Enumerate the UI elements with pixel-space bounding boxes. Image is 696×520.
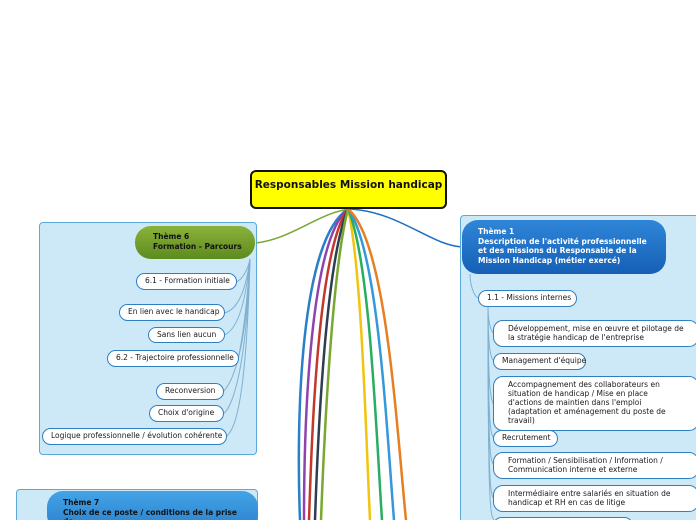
branch-line-4 <box>313 208 350 520</box>
theme1-item-strategie[interactable]: Développement, mise en œuvre et pilotage… <box>493 320 696 347</box>
theme1-item-management[interactable]: Management d'équipe <box>493 353 586 370</box>
theme7-node[interactable]: Thème 7 Choix de ce poste / conditions d… <box>47 491 258 520</box>
theme1-section-missions-internes[interactable]: 1.1 - Missions internes <box>478 290 577 307</box>
theme6-item-logique[interactable]: Logique professionnelle / évolution cohé… <box>42 428 227 445</box>
theme7-title: Thème 7 <box>63 498 100 507</box>
theme1-subtitle: Description de l'activité professionnell… <box>478 236 647 265</box>
branch-line-9 <box>347 208 408 520</box>
branch-line-theme1 <box>349 208 463 248</box>
theme6-item-formation-initiale[interactable]: 6.1 - Formation initiale <box>136 273 237 290</box>
theme1-item-intermediaire[interactable]: Intermédiaire entre salariés en situatio… <box>493 485 696 512</box>
theme1-item-accompagnement[interactable]: Accompagnement des collaborateurs en sit… <box>493 376 696 431</box>
branch-line-2 <box>302 208 349 520</box>
branch-line-7 <box>346 208 384 520</box>
theme6-title: Thème 6 <box>153 232 190 241</box>
theme1-item-recrutement[interactable]: Recrutement <box>493 430 558 447</box>
theme1-node[interactable]: Thème 1 Description de l'activité profes… <box>462 220 666 274</box>
theme7-subtitle: Choix de ce poste / conditions de la pri… <box>63 507 237 520</box>
theme6-item-trajectoire[interactable]: 6.2 - Trajectoire professionnelle <box>107 350 239 367</box>
theme6-subtitle: Formation - Parcours <box>153 241 242 251</box>
branch-line-theme6 <box>254 208 351 244</box>
branch-line-3 <box>307 208 350 520</box>
theme6-item-en-lien[interactable]: En lien avec le handicap <box>119 304 225 321</box>
theme1-title: Thème 1 <box>478 227 515 236</box>
theme6-item-sans-lien[interactable]: Sans lien aucun <box>148 327 225 343</box>
theme1-item-formation[interactable]: Formation / Sensibilisation / Informatio… <box>493 452 696 479</box>
theme6-item-choix-origine[interactable]: Choix d'origine <box>149 405 224 422</box>
central-topic-title: Responsables Mission handicap <box>254 179 443 191</box>
theme6-node[interactable]: Thème 6 Formation - Parcours <box>135 226 255 259</box>
branch-line-8 <box>346 208 396 520</box>
branch-line-6 <box>346 208 372 520</box>
branch-line-theme7 <box>297 207 349 520</box>
branch-line-5 <box>319 208 350 520</box>
theme6-item-reconversion[interactable]: Reconversion <box>156 383 224 400</box>
central-topic[interactable]: Responsables Mission handicap <box>250 170 447 209</box>
